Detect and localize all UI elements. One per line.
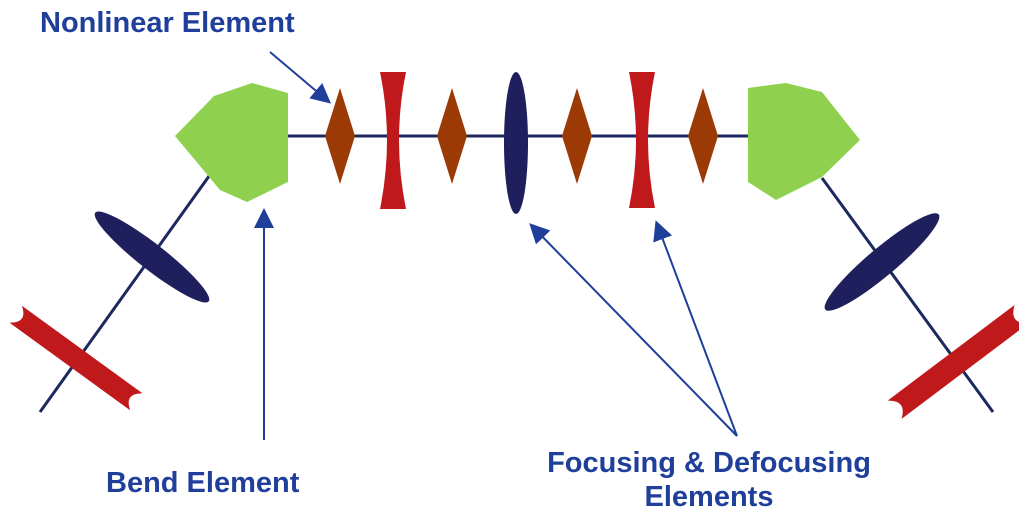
annotation-arrows xyxy=(254,51,738,440)
beamline-left-diagonal xyxy=(38,171,214,413)
focusing-label-line1: Focusing & Defocusing xyxy=(547,447,871,479)
defocusing-lens-right xyxy=(887,305,1019,419)
arrow-to-center-focusing xyxy=(529,223,738,437)
defocusing-lens-left xyxy=(9,305,143,411)
nonlinear-element-3 xyxy=(562,88,592,184)
nonlinear-element-label: Nonlinear Element xyxy=(40,7,295,39)
nonlinear-element-2 xyxy=(437,88,467,184)
nonlinear-element-1 xyxy=(325,88,355,184)
bend-element-label: Bend Element xyxy=(106,467,300,499)
arrow-to-center-defocusing xyxy=(653,220,738,437)
defocusing-lens-center-2 xyxy=(629,72,655,208)
arrow-to-nonlinear xyxy=(269,51,332,104)
focusing-defocusing-label: Focusing & Defocusing Elements xyxy=(546,446,872,514)
bend-element-left xyxy=(175,83,288,202)
beamline-right-diagonal xyxy=(820,177,995,413)
focusing-lens-left xyxy=(94,211,210,303)
bend-element-right xyxy=(748,83,860,200)
defocusing-lens-center-1 xyxy=(380,72,406,209)
focusing-label-line2: Elements xyxy=(644,481,774,513)
nonlinear-element-4 xyxy=(688,88,718,184)
focusing-lens-center xyxy=(504,72,528,214)
focusing-lens-right xyxy=(824,213,940,311)
